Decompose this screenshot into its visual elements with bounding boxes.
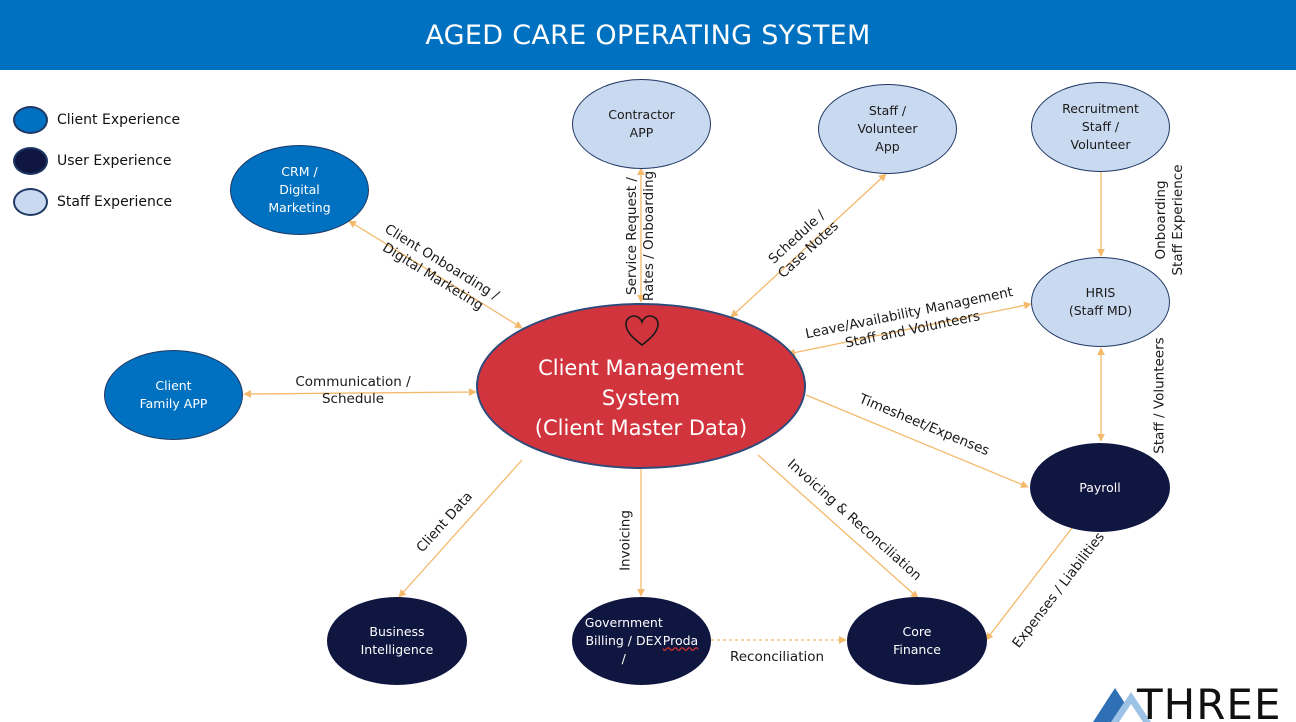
edge-client-data — [398, 459, 523, 598]
edge-label-reconciliation: Reconciliation — [729, 649, 825, 665]
edge-invoicing-recon — [757, 454, 919, 599]
node-government-billing: Government Billing / DEX / Proda — [572, 597, 711, 685]
edge-staff-app — [730, 173, 887, 318]
legend-item-user: User Experience — [13, 147, 171, 175]
edge-hris — [787, 301, 1032, 357]
node-payroll: Payroll — [1030, 443, 1170, 532]
edge-crm — [348, 220, 523, 329]
three-logo-text: THREE — [1137, 682, 1282, 722]
edge-timesheet — [805, 394, 1029, 488]
legend-label-user: User Experience — [57, 153, 172, 169]
legend-swatch-client — [13, 106, 48, 134]
three-logo-mark — [1093, 688, 1151, 722]
edge-client-family — [243, 388, 477, 398]
edge-label-client-family: Communication / Schedule — [295, 374, 411, 407]
node-government-billing-proda: Proda — [662, 633, 699, 648]
edge-label-contractor: Service Request / Rates / Onboarding — [624, 170, 657, 302]
legend-item-client: Client Experience — [13, 106, 180, 134]
edge-label-staff-volunteers: Staff / Volunteers — [1151, 337, 1168, 454]
node-client-management-system: Client Management System (Client Master … — [476, 303, 806, 469]
node-core-finance: Core Finance — [847, 597, 987, 685]
legend-swatch-user — [13, 147, 48, 175]
node-business-intelligence: Business Intelligence — [327, 597, 467, 685]
edge-label-invoicing: Invoicing — [617, 510, 634, 571]
node-crm-digital-marketing: CRM / Digital Marketing — [230, 145, 369, 235]
edge-label-onboarding: Onboarding Staff Experience — [1153, 164, 1186, 276]
node-contractor-app: Contractor APP — [572, 79, 711, 169]
node-recruitment: Recruitment Staff / Volunteer — [1031, 82, 1170, 172]
page-title: AGED CARE OPERATING SYSTEM — [0, 0, 1296, 70]
legend-label-staff: Staff Experience — [57, 194, 173, 210]
node-staff-volunteer-app: Staff / Volunteer App — [818, 84, 957, 174]
edge-expenses — [985, 527, 1073, 641]
three-logo: THREE — [1093, 682, 1296, 722]
node-client-family-app: Client Family APP — [104, 350, 243, 440]
node-government-billing-text: Government Billing / DEX / — [584, 615, 663, 666]
legend-label-client: Client Experience — [57, 112, 181, 128]
legend-item-staff: Staff Experience — [13, 188, 172, 216]
legend-swatch-staff — [13, 188, 48, 216]
heart-icon — [625, 315, 659, 347]
node-hris: HRIS (Staff MD) — [1031, 257, 1170, 347]
